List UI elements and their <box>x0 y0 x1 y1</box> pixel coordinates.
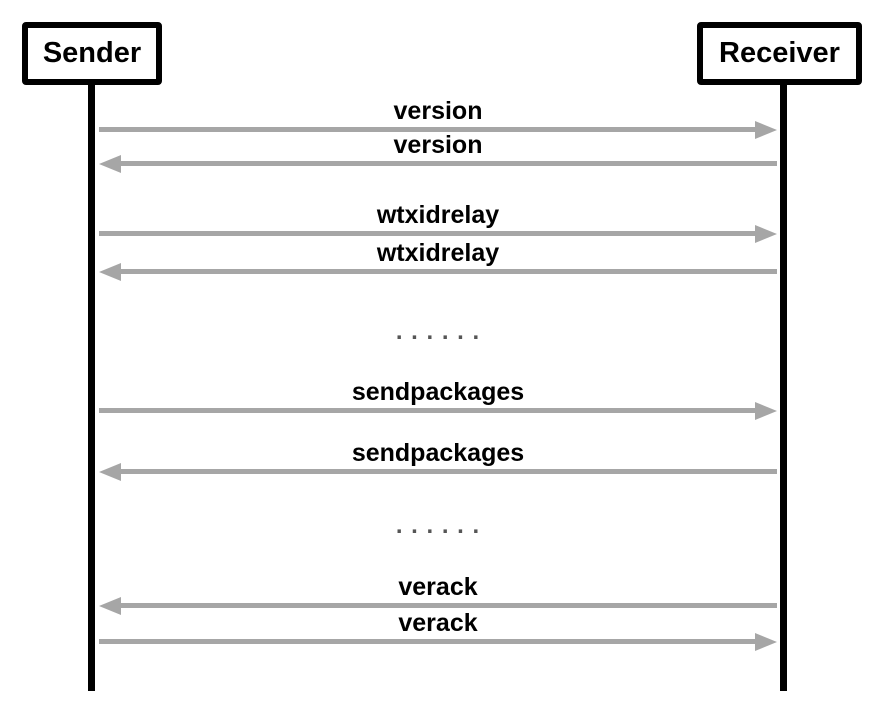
ellipsis: . . . . . . <box>395 318 481 345</box>
message-label: version <box>393 97 483 125</box>
actor-receiver-label: Receiver <box>719 37 840 69</box>
actor-box-receiver: Receiver <box>697 22 862 85</box>
arrow-line <box>117 269 777 274</box>
arrowhead-left-icon <box>99 154 121 173</box>
actor-sender-label: Sender <box>42 37 142 69</box>
sender-lifeline <box>88 85 95 691</box>
message-wtxidrelay-to-sender: wtxidrelay <box>99 239 777 281</box>
message-wtxidrelay-to-receiver: wtxidrelay <box>99 201 777 243</box>
message-verack-to-sender: verack <box>99 573 777 615</box>
arrow-line <box>99 408 759 413</box>
arrow-line <box>117 161 777 166</box>
arrow-line <box>117 603 777 608</box>
message-verack-to-receiver: verack <box>99 609 777 651</box>
arrowhead-right-icon <box>755 632 777 651</box>
ellipsis: . . . . . . <box>395 512 481 539</box>
message-label: wtxidrelay <box>376 201 500 229</box>
arrow-line <box>99 639 759 644</box>
message-label: verack <box>398 609 478 637</box>
arrowhead-left-icon <box>99 262 121 281</box>
arrow-line <box>117 469 777 474</box>
message-label: sendpackages <box>351 378 525 406</box>
receiver-lifeline <box>780 85 787 691</box>
arrowhead-left-icon <box>99 462 121 481</box>
arrowhead-right-icon <box>755 401 777 420</box>
arrow-line <box>99 231 759 236</box>
message-label: wtxidrelay <box>376 239 500 267</box>
arrow-line <box>99 127 759 132</box>
message-version-to-sender: version <box>99 131 777 173</box>
message-label: verack <box>398 573 478 601</box>
arrowhead-right-icon <box>755 224 777 243</box>
message-label: sendpackages <box>351 439 525 467</box>
message-label: version <box>393 131 483 159</box>
message-sendpackages-to-sender: sendpackages <box>99 439 777 481</box>
message-version-to-receiver: version <box>99 97 777 139</box>
message-sendpackages-to-receiver: sendpackages <box>99 378 777 420</box>
arrowhead-right-icon <box>755 120 777 139</box>
arrowhead-left-icon <box>99 596 121 615</box>
actor-box-sender: Sender <box>22 22 162 85</box>
